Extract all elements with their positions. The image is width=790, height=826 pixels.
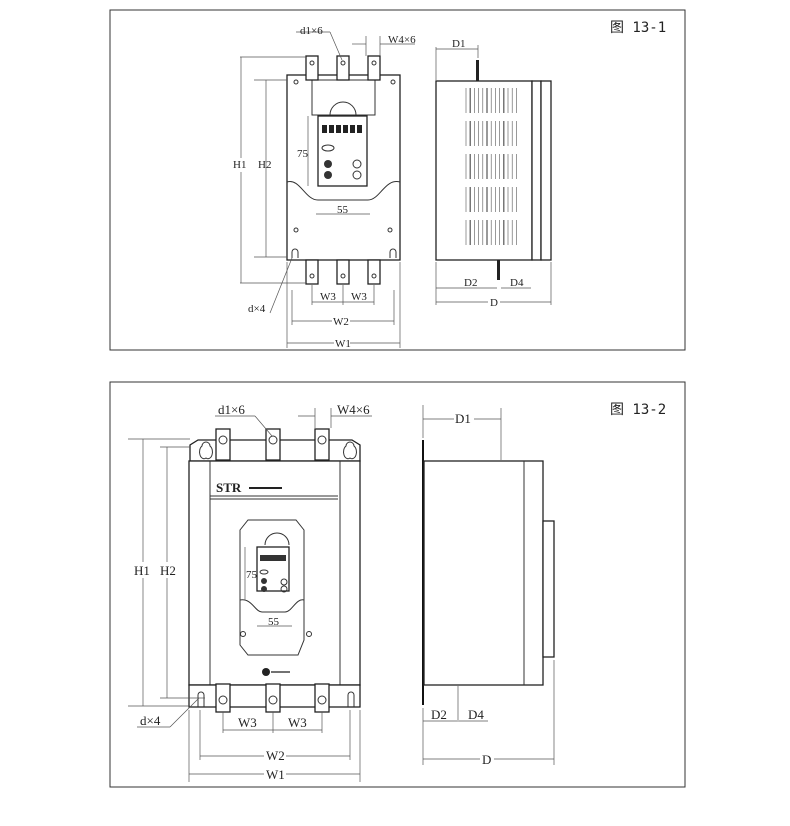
dim-D4: D4 <box>510 277 524 289</box>
vent-slots <box>465 88 517 245</box>
dim-h1: H1 <box>134 563 150 578</box>
figure-13-1: 图 13-1 <box>109 9 686 351</box>
brand-label: STR <box>216 480 242 495</box>
dim-w4: W4×6 <box>337 402 370 417</box>
dim-55: 55 <box>337 204 349 216</box>
dim-D4: D4 <box>468 707 484 722</box>
figure-frame <box>109 381 686 788</box>
dim-h2: H2 <box>258 159 271 171</box>
dim-D: D <box>482 752 491 767</box>
dim-w1: W1 <box>335 338 351 350</box>
bottom-terminals <box>305 259 381 285</box>
top-terminals <box>215 428 330 461</box>
dim-D2: D2 <box>431 707 447 722</box>
dim-D1: D1 <box>452 38 465 50</box>
front-view: H1 H2 75 55 d1×6 W4×6 d×4 W3 W3 W2 W1 <box>232 25 416 350</box>
dim-h1: H1 <box>233 159 246 171</box>
figure-caption: 图 13-2 <box>610 402 666 418</box>
dim-h2: H2 <box>160 563 176 578</box>
dim-d1: d1×6 <box>218 402 245 417</box>
dim-75: 75 <box>297 148 309 160</box>
figure-13-2: 图 13-2 STR <box>109 381 686 788</box>
side-view: D1 D2 D4 D <box>435 38 552 309</box>
side-view: D1 D2 D4 D <box>422 405 555 767</box>
dim-d: d×4 <box>248 303 266 315</box>
dim-D2: D2 <box>464 277 477 289</box>
figure-caption: 图 13-1 <box>610 20 666 36</box>
dim-w4: W4×6 <box>388 34 416 46</box>
top-terminals <box>305 55 381 81</box>
figure-frame <box>109 9 686 351</box>
dim-w2: W2 <box>333 316 349 328</box>
front-view: STR <box>128 402 372 782</box>
keypad-panel <box>256 546 290 592</box>
dim-w3: W3 <box>320 291 336 303</box>
bottom-terminals <box>215 683 330 713</box>
dim-55: 55 <box>268 616 280 628</box>
dim-d: d×4 <box>140 713 161 728</box>
dim-D1: D1 <box>455 411 471 426</box>
dim-D: D <box>490 297 498 309</box>
dim-w3: W3 <box>351 291 367 303</box>
dim-w3: W3 <box>288 715 307 730</box>
dim-75: 75 <box>246 569 258 581</box>
dim-w2: W2 <box>266 748 285 763</box>
dim-w1: W1 <box>266 767 285 782</box>
dim-w3: W3 <box>238 715 257 730</box>
logo-icon <box>262 668 270 676</box>
dim-d1: d1×6 <box>300 25 323 37</box>
